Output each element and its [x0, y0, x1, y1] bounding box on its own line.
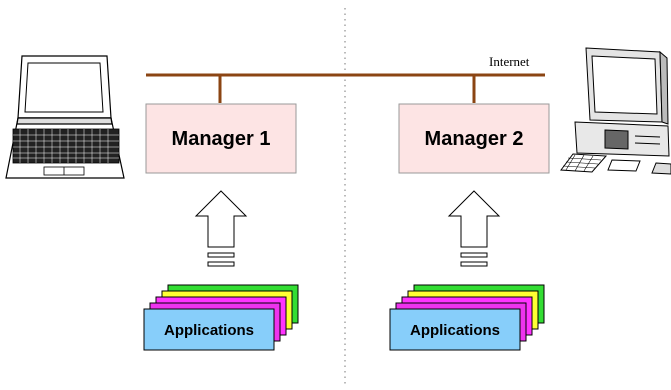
internet-network: Internet: [146, 54, 545, 103]
arrow-up-icon: [447, 190, 501, 267]
applications-label: Applications: [164, 322, 254, 339]
applications-stack-2: Applications: [389, 284, 545, 351]
manager-1-label: Manager 1: [172, 128, 271, 150]
manager-2-label: Manager 2: [425, 128, 524, 150]
manager-1-box: [145, 103, 297, 174]
applications-box: [389, 308, 521, 351]
applications-box: [143, 308, 275, 351]
applications-label: Applications: [410, 322, 500, 339]
manager-1-node: Manager 1: [145, 103, 297, 174]
internet-label: Internet: [489, 54, 530, 69]
laptop-icon: [5, 55, 125, 179]
arrow-up-icon: [194, 190, 248, 267]
manager-2-node: Manager 2: [398, 103, 550, 174]
manager-2-box: [398, 103, 550, 174]
desktop-computer-icon: [560, 47, 671, 175]
applications-stack-1: Applications: [143, 284, 299, 351]
